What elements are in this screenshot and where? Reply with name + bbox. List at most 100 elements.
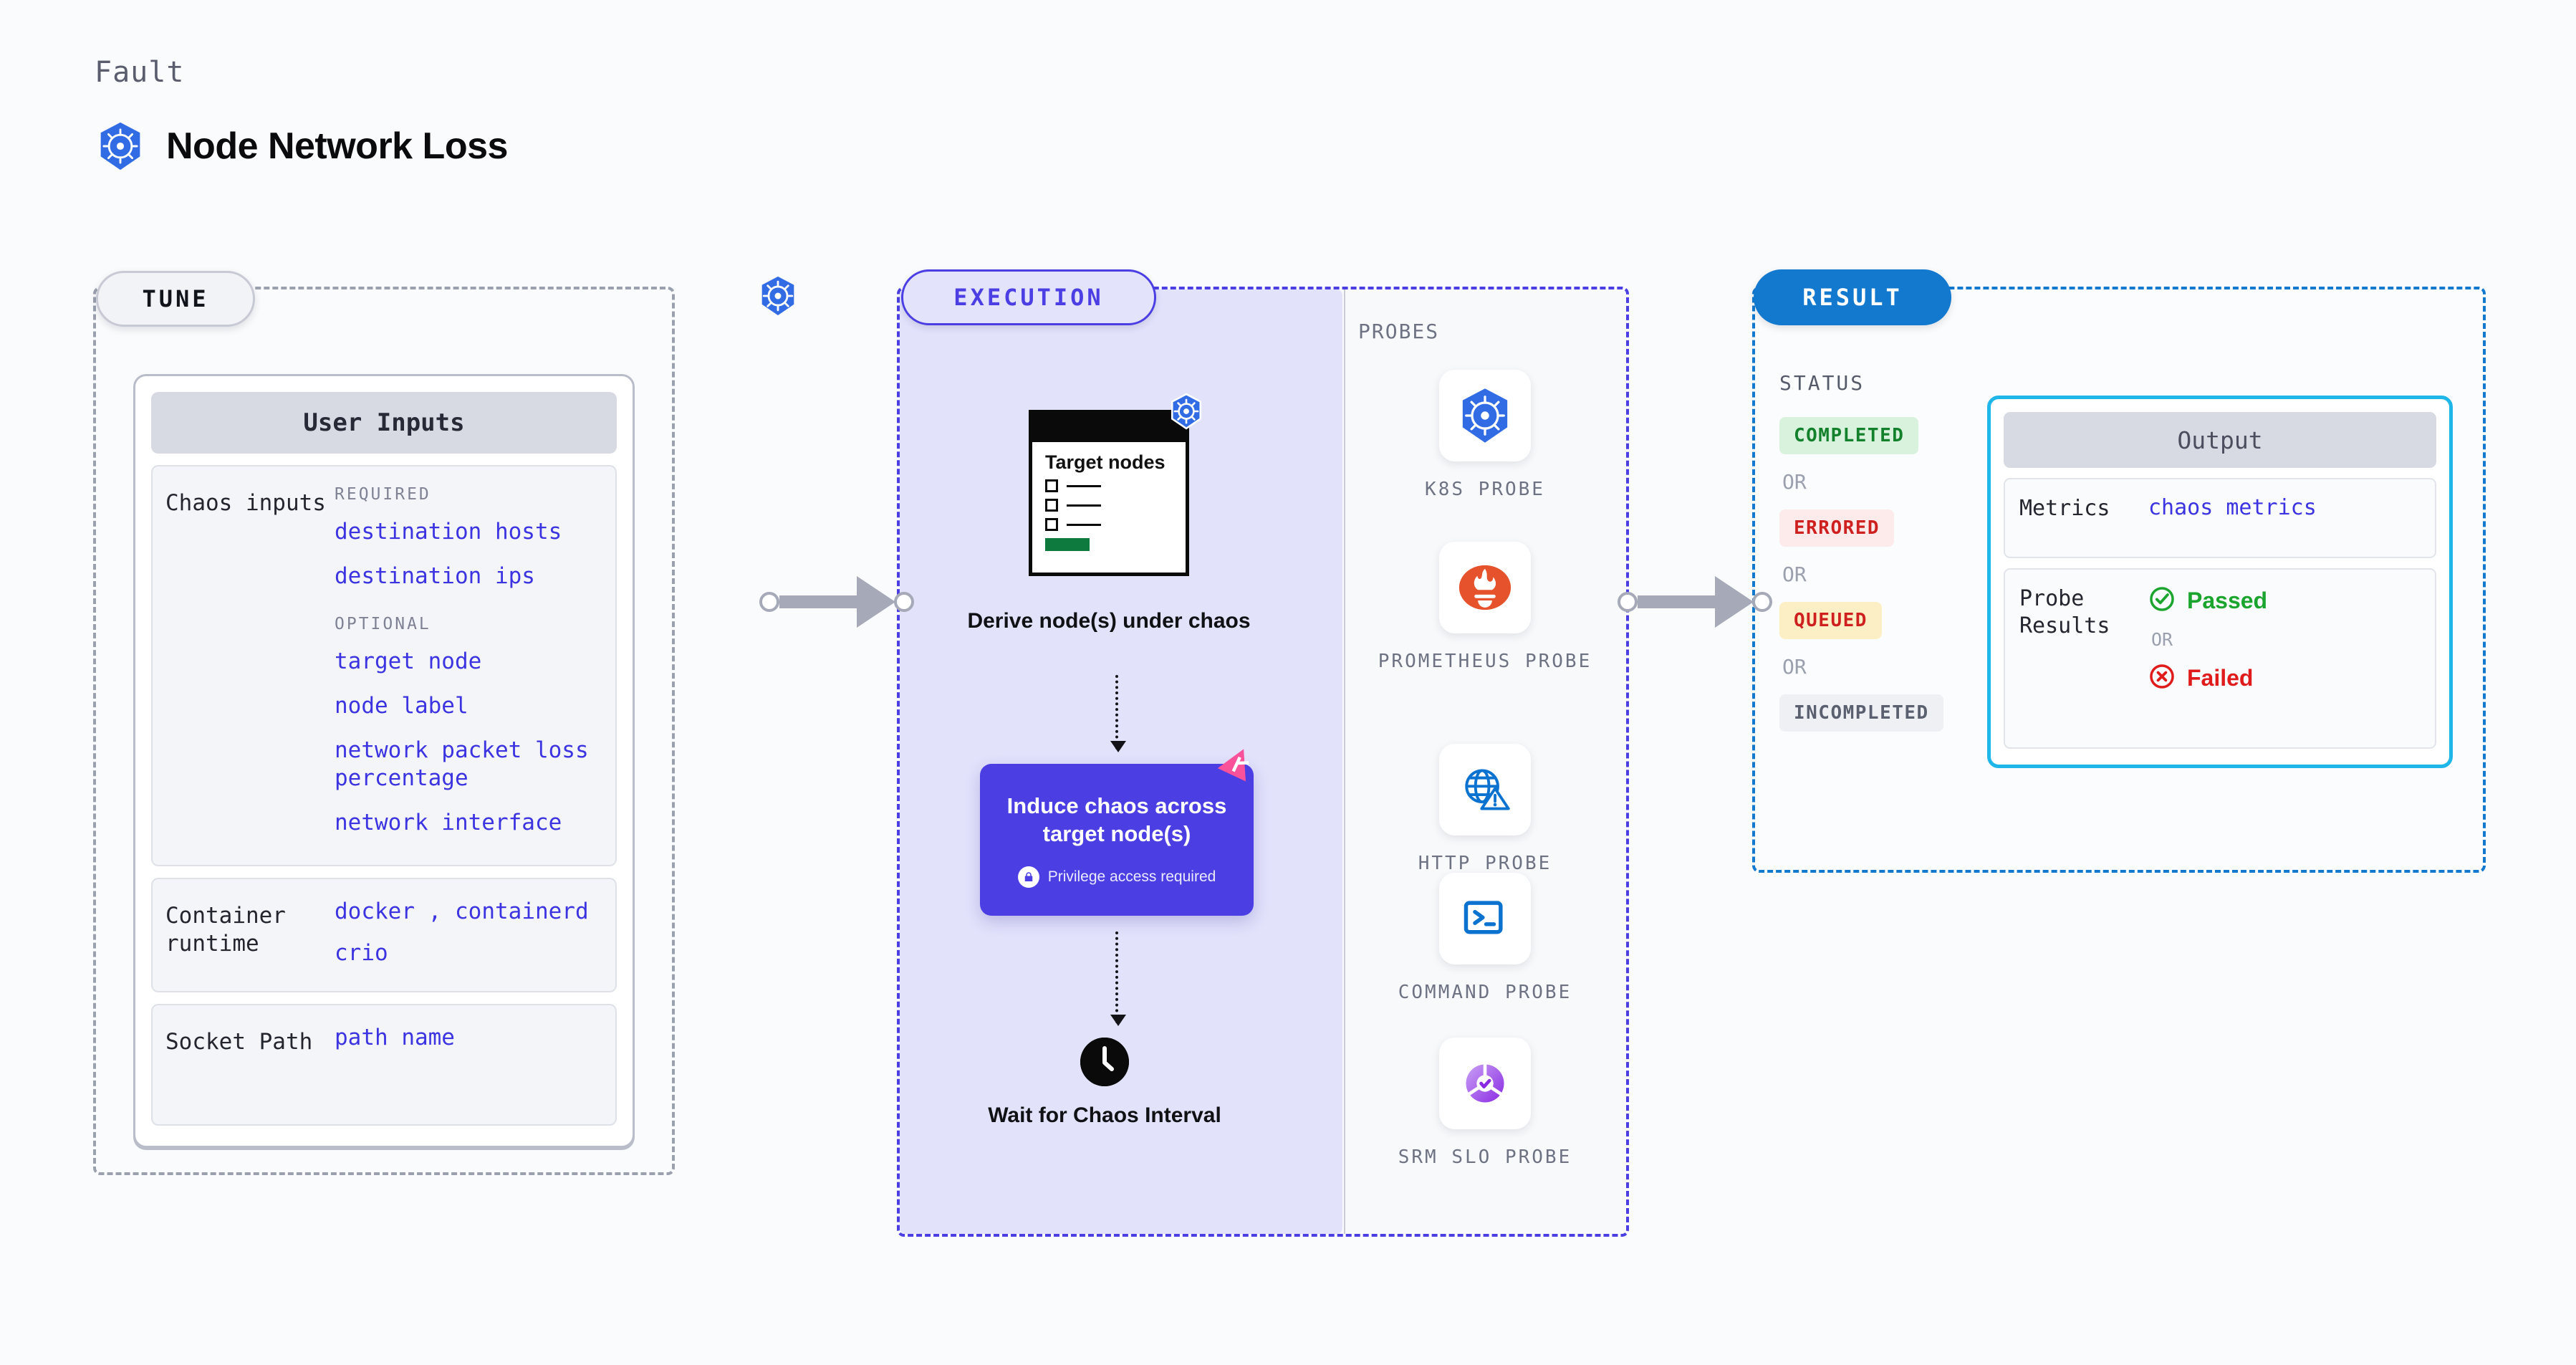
probe-label: SRM SLO PROBE [1398, 1146, 1572, 1168]
checkbox-row [1045, 479, 1173, 493]
connector-shaft [779, 595, 858, 608]
decorative-triangles-icon [1217, 744, 1256, 782]
induce-chaos-card: Induce chaos across target node(s) Privi… [980, 764, 1254, 916]
metrics-row: Metrics chaos metrics [2004, 478, 2436, 558]
or-label: OR [1782, 470, 1807, 494]
checkbox-icon [1045, 479, 1058, 493]
connector-shaft [1638, 595, 1716, 608]
runtime-docker[interactable]: docker [335, 899, 415, 924]
status-badge-queued: QUEUED [1779, 602, 1882, 639]
runtime-containerd[interactable]: containerd [455, 899, 589, 924]
step-caption-derive-nodes: Derive node(s) under chaos [967, 609, 1251, 633]
probe-result-failed: Failed [2148, 663, 2421, 694]
or-label: OR [1782, 655, 1807, 679]
page-eyebrow: Fault [95, 56, 185, 89]
connector-node-start [1618, 592, 1638, 612]
kubernetes-icon [1439, 370, 1531, 461]
probe-label: K8S PROBE [1425, 479, 1545, 500]
socket-path-value[interactable]: path name [335, 1025, 455, 1050]
privilege-note: Privilege access required [1017, 866, 1216, 889]
probe-prometheus[interactable]: PROMETHEUS PROBE [1367, 542, 1603, 674]
kubernetes-icon [756, 274, 800, 318]
checkbox-icon [1045, 499, 1058, 512]
input-destination-hosts[interactable]: destination hosts [335, 519, 562, 545]
status-badge-completed: COMPLETED [1779, 417, 1919, 454]
connector-execution-to-result [1618, 573, 1772, 631]
probe-srm-slo[interactable]: SRM SLO PROBE [1367, 1038, 1603, 1170]
line-placeholder [1067, 484, 1101, 487]
privilege-note-text: Privilege access required [1047, 868, 1216, 886]
output-title: Output [2004, 412, 2436, 468]
kubernetes-icon [1168, 393, 1205, 430]
document-titlebar [1032, 413, 1186, 442]
prometheus-icon [1439, 542, 1531, 633]
runtime-separator: , [428, 899, 442, 924]
probe-result-passed: Passed [2148, 585, 2421, 616]
required-heading: REQUIRED [335, 485, 431, 504]
line-placeholder [1067, 523, 1101, 526]
step-caption-wait-interval: Wait for Chaos Interval [988, 1103, 1221, 1127]
x-circle-icon [2148, 663, 2176, 694]
checkbox-row [1045, 518, 1173, 532]
metrics-value[interactable]: chaos metrics [2148, 495, 2317, 520]
clock-icon [1080, 1038, 1129, 1086]
failed-label: Failed [2187, 665, 2254, 691]
kubernetes-icon [95, 120, 146, 172]
probe-results-key: Probe Results [2019, 586, 2110, 638]
input-destination-ips[interactable]: destination ips [335, 562, 535, 589]
execution-pill: EXECUTION [901, 269, 1156, 325]
passed-label: Passed [2187, 588, 2268, 613]
connector-node-start [759, 592, 779, 612]
checkbox-row [1045, 499, 1173, 512]
input-node-label[interactable]: node label [335, 693, 468, 719]
execution-section [897, 287, 1629, 1237]
or-label: OR [1782, 562, 1807, 586]
flow-arrow-1 [1110, 675, 1126, 752]
or-label: OR [2151, 629, 2173, 650]
page-title-row: Node Network Loss [95, 120, 508, 172]
connector-arrowhead [857, 576, 895, 628]
globe-warning-icon [1439, 744, 1531, 835]
result-pill: RESULT [1754, 269, 1951, 325]
probe-k8s[interactable]: K8S PROBE [1367, 370, 1603, 502]
container-runtime-row: Container runtime docker , containerd cr… [151, 878, 617, 992]
probe-http[interactable]: HTTP PROBE [1367, 744, 1603, 876]
input-target-node[interactable]: target node [335, 648, 482, 675]
probe-label: COMMAND PROBE [1398, 982, 1572, 1003]
page-title: Node Network Loss [166, 125, 508, 167]
target-nodes-document: Target nodes [1029, 410, 1189, 576]
user-inputs-title: User Inputs [151, 392, 617, 454]
user-inputs-card: User Inputs Chaos inputs REQUIRED destin… [133, 374, 635, 1148]
terminal-icon [1439, 873, 1531, 964]
line-placeholder [1067, 504, 1101, 507]
probe-label: PROMETHEUS PROBE [1378, 651, 1592, 672]
status-badge-errored: ERRORED [1779, 509, 1895, 547]
check-circle-icon [2148, 585, 2176, 616]
chaos-inputs-key: Chaos inputs [165, 490, 326, 516]
input-network-interface[interactable]: network interface [335, 810, 562, 836]
green-bar [1045, 538, 1090, 552]
socket-path-row: Socket Path path name [151, 1004, 617, 1126]
status-list: COMPLETED OR ERRORED OR QUEUED OR INCOMP… [1779, 417, 1959, 732]
output-card: Output Metrics chaos metrics Probe Resul… [1987, 396, 2453, 768]
input-network-packet-loss-percentage[interactable]: network packet loss percentage [335, 737, 589, 792]
induce-chaos-title: Induce chaos across target node(s) [1006, 792, 1227, 846]
status-heading: STATUS [1779, 371, 1865, 395]
socket-path-key: Socket Path [165, 1029, 313, 1055]
probes-heading: PROBES [1358, 320, 1440, 343]
connector-node-end [1752, 592, 1772, 612]
container-runtime-key: Container runtime [165, 903, 286, 957]
metrics-key: Metrics [2019, 496, 2110, 521]
checkbox-icon [1045, 518, 1058, 532]
probe-command[interactable]: COMMAND PROBE [1367, 873, 1603, 1005]
connector-node-end [894, 592, 914, 612]
status-badge-incompleted: INCOMPLETED [1779, 694, 1943, 732]
connector-arrowhead [1715, 576, 1754, 628]
document-heading: Target nodes [1045, 451, 1166, 473]
runtime-crio[interactable]: crio [335, 939, 388, 966]
probe-results-row: Probe Results Passed OR [2004, 568, 2436, 749]
flow-arrow-2 [1110, 931, 1126, 1026]
chaos-inputs-row: Chaos inputs REQUIRED destination hosts … [151, 465, 617, 866]
probe-label: HTTP PROBE [1418, 853, 1552, 874]
